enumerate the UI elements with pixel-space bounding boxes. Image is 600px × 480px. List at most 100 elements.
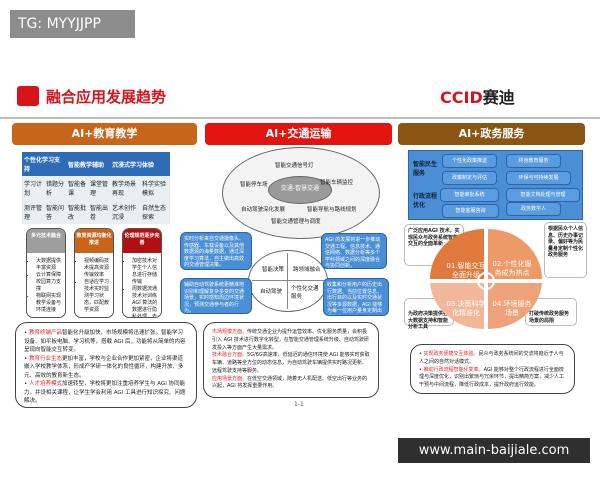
note-item: • 人才培养模式加速转型，学校将更加注重培养学生与 AGI 协同能力，并设相关课… bbox=[24, 381, 186, 405]
transport-center: 交通-智慧交通 bbox=[268, 176, 332, 204]
table-row: 学习计划错题分析智能备课课堂管理教学场景再现科学实验模拟 bbox=[22, 176, 170, 200]
note-text: 更加丰富，学校与企业合作更加紧密，企业将渠道嵌入学校教学体系，形成产学研一体化的… bbox=[24, 355, 184, 379]
pillar-item: 物联网实现教学设备与环境连接 bbox=[36, 292, 63, 313]
refresh-icon bbox=[477, 272, 495, 290]
ring-label: 智能停车场 bbox=[240, 182, 268, 188]
education-table: 个性化学习支持智能教学辅助沉浸式学习体验 学习计划错题分析智能备课课堂管理教学场… bbox=[22, 152, 170, 224]
table-cell: 智能备课 bbox=[68, 181, 87, 197]
note-highlight: 实现政务便捷交互体验。 bbox=[423, 351, 479, 357]
note-highlight: 教育行业生态 bbox=[29, 355, 63, 362]
government-services-panel: 智能民生服务 行政流程优化 个性化政策推送 终身教育服务 政策制定与评估 环保与… bbox=[408, 150, 583, 220]
table-cell: 智能出卷 bbox=[90, 205, 109, 221]
pillar-title: 多元技术融合 bbox=[27, 229, 65, 253]
quadrant-label: 跨领域融合 bbox=[293, 267, 321, 273]
pie-quadrant bbox=[488, 283, 542, 329]
ring-label: 智能车辆监控 bbox=[320, 180, 354, 186]
pillar-card: 伦理规范逐步完善加密技术对学生个人信息进行存储传输周数据流通技术对训练 AGI … bbox=[122, 228, 162, 318]
pie-label: 01.智能交互全面升级 bbox=[446, 262, 486, 280]
callout: 为政府决策提供强大数据支持和智能分析工具 bbox=[404, 298, 454, 330]
service-item: 智能客服咨询 bbox=[442, 204, 499, 218]
note-text: 传统交通企业为提升运营效率、优化服务质量，会积极引入 AGI 技术进行数字化转型… bbox=[212, 329, 369, 351]
quadrant-label: 自动驾驶 bbox=[260, 289, 283, 295]
group-label: 智能民生服务 bbox=[413, 161, 438, 177]
note-highlight: 市场规模方面。 bbox=[212, 329, 248, 335]
transport-notes: 市场规模方面。传统交通企业为提升运营效率、优化服务质量，会积极引入 AGI 技术… bbox=[203, 322, 379, 398]
pillar-card: 教育资源均衡化推进视频编码技术提高资源传输效率自适应学习技术实时监测学习状态，匹… bbox=[74, 228, 114, 318]
pillar-item: 视频编码技术提高资源传输效率 bbox=[84, 257, 111, 278]
pillar-title: 教育资源均衡化推进 bbox=[75, 229, 113, 253]
service-item: 终身教育服务 bbox=[506, 154, 561, 168]
note-text: AGI 能够对整个行政流程进行全面梳理与深度优化，识别出繁琐与冗余环节，提出精简… bbox=[419, 366, 565, 389]
note-highlight: 推动行政流程智能化变革。 bbox=[423, 366, 484, 373]
quadrant-divider bbox=[252, 280, 324, 281]
note-item: 应用场景方面。在低空交通领域，随着无人机配送、低空出行等业务的兴起，AGI 将发… bbox=[212, 376, 370, 392]
brand-a: CCID bbox=[440, 88, 483, 107]
group-label: 行政流程优化 bbox=[413, 193, 438, 209]
pillar-item: 云计算保障校园算力支撑 bbox=[36, 271, 63, 292]
note-item: • 教育行业生态更加丰富，学校与企业合作更加紧密，企业将渠道嵌入学校教学体系，形… bbox=[24, 355, 184, 379]
table-cell: 教学场景再现 bbox=[112, 181, 137, 197]
pie-quadrant bbox=[430, 283, 484, 329]
column-header-transport: AI+交通运输 bbox=[205, 123, 392, 145]
table-cell: 课堂管理 bbox=[90, 181, 109, 197]
ring-label: 自动驾驶深化发展 bbox=[241, 207, 286, 213]
quadrant-label: 智能决策 bbox=[262, 267, 285, 273]
quadrant-label: 个性化交通服务 bbox=[291, 286, 319, 300]
note-text: 民众与政务系统间的交流将趋近于人与人之间的自然对话模式。 bbox=[419, 351, 564, 365]
callout: 打破传统政务服务场景的局限 bbox=[525, 298, 577, 326]
note-item: 技术融合方面。5G/6G高速率、低延迟的通信环境使 AGI 能够实时获取车辆、道… bbox=[212, 352, 370, 375]
table-cell: 学习计划 bbox=[24, 181, 43, 197]
service-item: 政务数字人 bbox=[506, 202, 561, 216]
note-highlight: 技术融合方面。 bbox=[212, 352, 248, 359]
table-header: 个性化学习支持 bbox=[22, 152, 66, 176]
education-notes: • 教育终端产品智能化升级加快，市场规模将迅速扩张。智能学习设备、如平板电脑、学… bbox=[15, 322, 197, 408]
note-item: • 教育终端产品智能化升级加快，市场规模将迅速扩张。智能学习设备、如平板电脑、学… bbox=[24, 330, 186, 354]
pillar-item: 自适应学习技术实时监测学习状态，匹配教学资源 bbox=[84, 278, 111, 313]
table-header: 智能教学辅助 bbox=[66, 152, 110, 176]
pie-quadrant bbox=[430, 229, 484, 279]
service-item: 个性化政策推送 bbox=[442, 154, 497, 168]
government-pie bbox=[430, 229, 542, 329]
pie-label: 04.环境服务场景 bbox=[492, 300, 532, 318]
note-highlight: 应用场景方面。 bbox=[212, 375, 248, 382]
table-cell: 智能批改 bbox=[68, 205, 87, 221]
pie-quadrant bbox=[488, 229, 542, 279]
government-notes: • 实现政务便捷交互体验。民众与政务系统间的交流将趋近于人与人之间的自然对话模式… bbox=[410, 344, 575, 394]
pillar-item: 加密技术对学生个人信息进行存储传输 bbox=[132, 257, 159, 285]
note-highlight: 教育终端产品 bbox=[29, 330, 63, 336]
note-item: • 实现政务便捷交互体验。民众与政务系统间的交流将趋近于人与人之间的自然对话模式… bbox=[419, 351, 564, 365]
pillar-item: 周数据流通技术对训练 AGI 算法的数据进行隐私处理，去除数据中偏差与噪声 bbox=[132, 285, 159, 317]
page-number: 1-1 bbox=[294, 401, 304, 408]
table-cell: 智能问答 bbox=[46, 205, 65, 221]
info-box: AGI 的发展将进一步推动交通工程、信息技术、通信网络、数据分析等多个学科领域之… bbox=[321, 233, 387, 269]
ring-label: 智能导航与路线规划 bbox=[307, 207, 357, 213]
note-item: • 推动行政流程智能化变革。AGI 能够对整个行政流程进行全面梳理与深度优化，识… bbox=[419, 366, 565, 389]
info-box: 辅助自动驾驶系统更精准地识别和理解复杂多变的交通场景，实时感知周边环境状况，预测… bbox=[180, 278, 252, 314]
table-header: 沉浸式学习体验 bbox=[110, 152, 170, 176]
info-box: 收集和分析用户的历史出行数据、当前位置信息、出行目的以及实时交通状况等多源数据，… bbox=[323, 278, 389, 316]
service-item: 政策制定与评估 bbox=[442, 171, 497, 185]
column-header-education: AI+教育教学 bbox=[12, 123, 197, 145]
table-cell: 艺术创作沉浸 bbox=[112, 205, 137, 221]
pie-label: 02.个性化服务成为热点 bbox=[492, 260, 532, 278]
note-item: 市场规模方面。传统交通企业为提升运营效率、优化服务质量，会积极引入 AGI 技术… bbox=[212, 329, 370, 352]
note-text: 智能化升级加快，市场规模将迅速扩张。智能学习设备、如平板电脑、学习机等，搭载 A… bbox=[24, 330, 186, 354]
table-cell: 测评管理 bbox=[24, 205, 43, 221]
info-box: 实时分析来自交通摄像头、传感器、车载设备以及其他数据源的海量数据，通过深度学习算… bbox=[180, 232, 252, 270]
table-cell: 错题分析 bbox=[46, 181, 65, 197]
ring-label: 智能交通信号灯 bbox=[275, 163, 314, 169]
note-highlight: 人才培养模式 bbox=[29, 381, 63, 388]
column-header-government: AI+政务服务 bbox=[398, 123, 585, 145]
watermark-top: TG: MYYJJPP bbox=[10, 10, 135, 38]
ring-label: 智能交通管理与调度 bbox=[271, 219, 321, 225]
table-cell: 自然生态探索 bbox=[141, 205, 166, 221]
note-text: 在低空交通领域，随着无人机配送、低空出行等业务的兴起，AGI 将发挥重要作用。 bbox=[212, 375, 368, 390]
pillar-card: 多元技术融合大数据提供丰富资源云计算保障校园算力支撑物联网实现教学设备与环境连接 bbox=[26, 228, 66, 318]
table-row: 测评管理智能问答智能批改智能出卷艺术创作沉浸自然生态探索 bbox=[22, 200, 170, 224]
pie-label: 03.决策科学化精准化 bbox=[446, 300, 486, 318]
brand-b: 赛迪 bbox=[482, 88, 515, 107]
quadrant-divider bbox=[287, 253, 288, 309]
pillar-item: 大数据提供丰富资源 bbox=[36, 257, 63, 271]
divider bbox=[0, 117, 600, 119]
service-item: 智能审批系统 bbox=[440, 188, 499, 202]
